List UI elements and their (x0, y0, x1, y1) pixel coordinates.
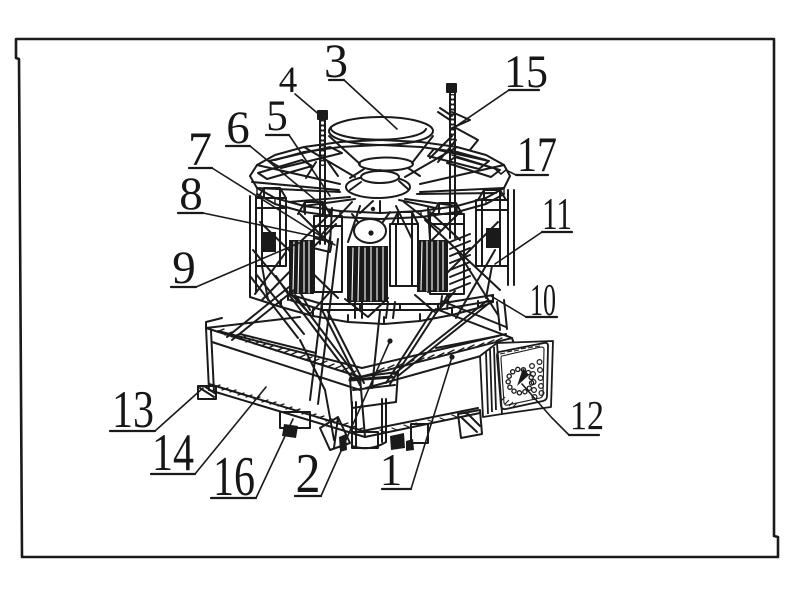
svg-text:14: 14 (152, 424, 194, 482)
svg-text:2: 2 (296, 443, 321, 505)
svg-text:15: 15 (504, 46, 548, 98)
svg-text:17: 17 (517, 126, 557, 182)
svg-text:13: 13 (112, 381, 154, 439)
svg-text:9: 9 (172, 242, 196, 294)
svg-text:10: 10 (530, 274, 556, 325)
svg-text:7: 7 (188, 123, 212, 176)
svg-text:5: 5 (266, 93, 288, 140)
svg-text:12: 12 (570, 392, 604, 438)
svg-text:4: 4 (279, 60, 298, 101)
svg-text:11: 11 (542, 189, 572, 239)
svg-text:16: 16 (213, 446, 255, 508)
svg-text:1: 1 (380, 445, 403, 495)
svg-text:3: 3 (324, 35, 348, 88)
svg-text:8: 8 (179, 168, 203, 220)
svg-text:6: 6 (226, 102, 250, 154)
